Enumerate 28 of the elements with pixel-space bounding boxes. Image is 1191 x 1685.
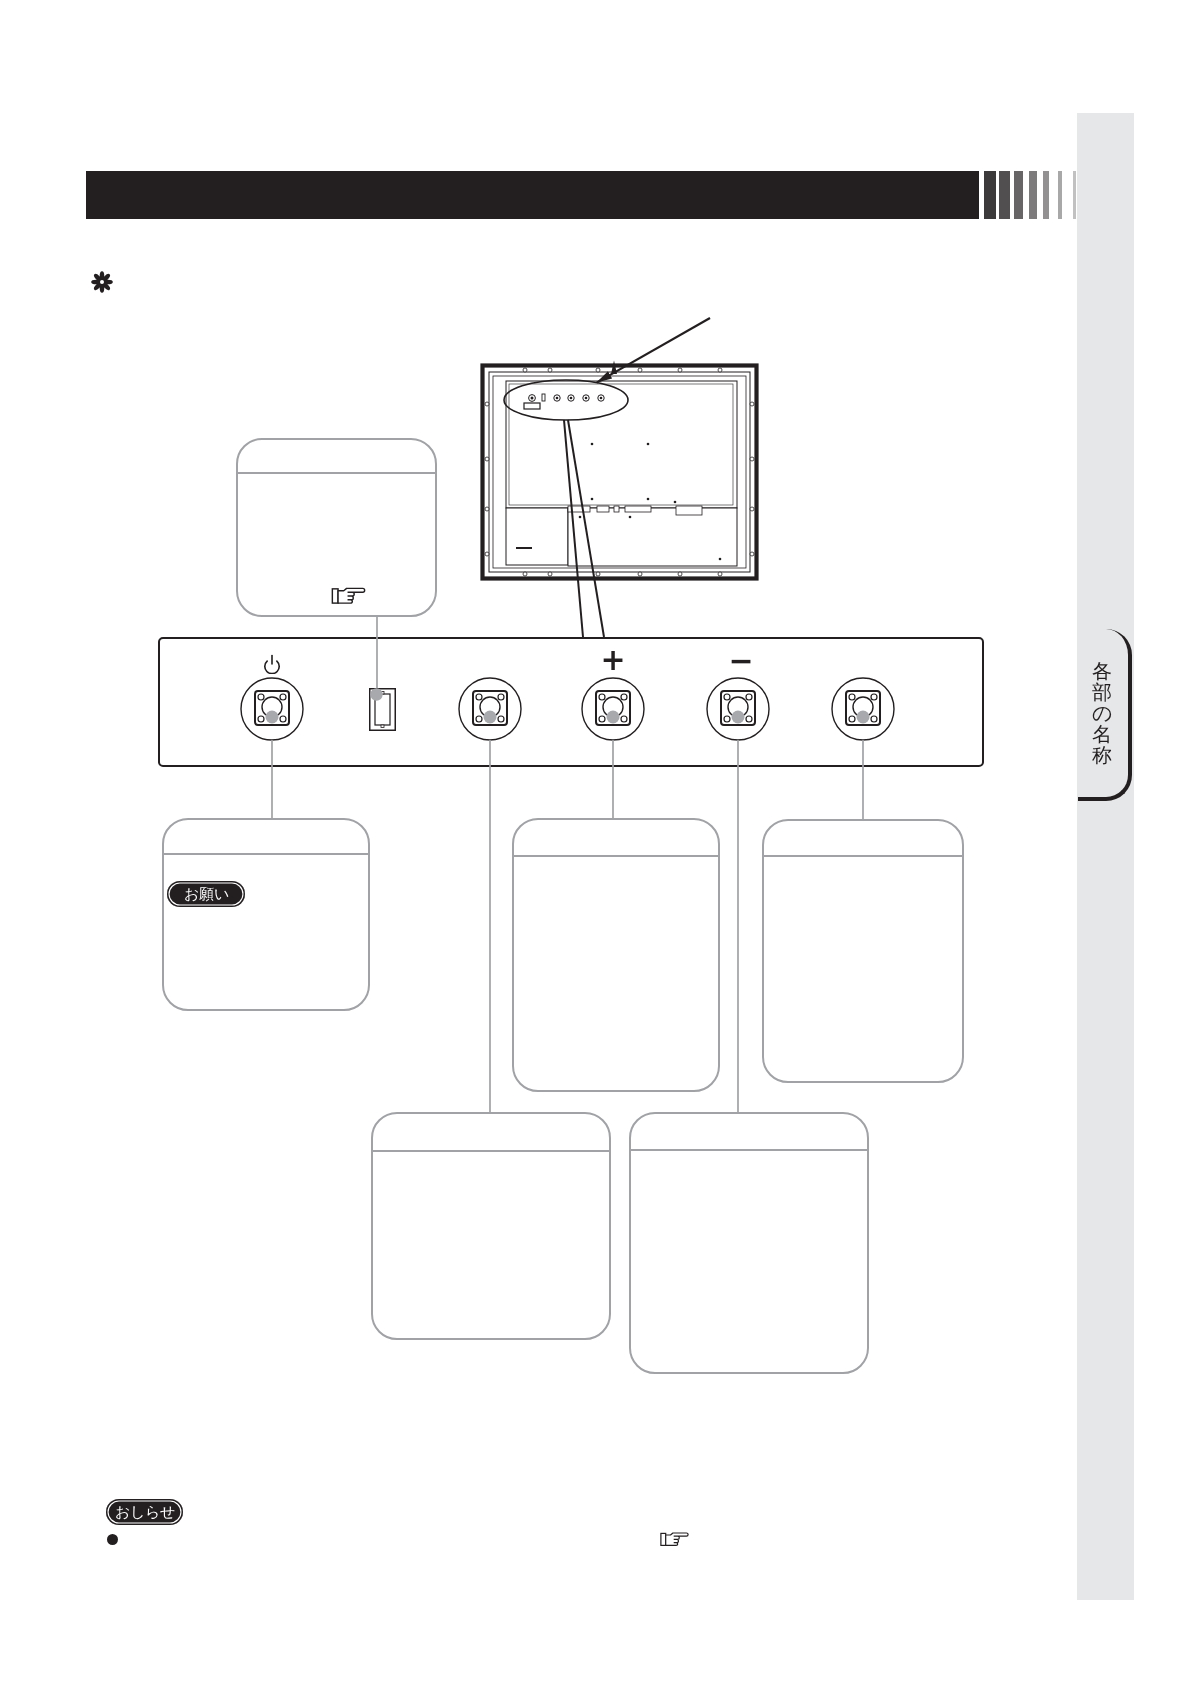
callout-box xyxy=(512,818,720,1092)
leader-line xyxy=(489,739,491,1113)
callout-box xyxy=(371,1112,611,1340)
notice-badge: おしらせ xyxy=(106,1499,183,1525)
callout-box xyxy=(762,819,964,1083)
callout-box xyxy=(236,438,437,617)
notice-badge: お願い xyxy=(167,881,245,907)
callout-box xyxy=(162,818,370,1011)
power-button xyxy=(240,677,304,741)
callout-box xyxy=(629,1112,869,1374)
push-button xyxy=(458,677,522,741)
minus-button xyxy=(706,677,770,741)
leader-line xyxy=(271,739,273,819)
push-button xyxy=(831,677,895,741)
zoom-line xyxy=(563,419,584,638)
minus-sign: − xyxy=(728,646,754,676)
plus-button xyxy=(581,677,645,741)
leader-line xyxy=(862,739,864,820)
plus-sign: + xyxy=(600,645,626,675)
leader-line xyxy=(612,739,614,819)
indicator-lamp xyxy=(369,688,396,731)
highlight-ellipse xyxy=(504,380,628,420)
leader-line xyxy=(376,616,378,689)
control-panel xyxy=(158,637,984,767)
arrow xyxy=(596,317,711,384)
leader-line xyxy=(737,739,739,1113)
section-tab: 各部の名称 xyxy=(1078,629,1132,801)
zoom-line xyxy=(567,419,605,638)
